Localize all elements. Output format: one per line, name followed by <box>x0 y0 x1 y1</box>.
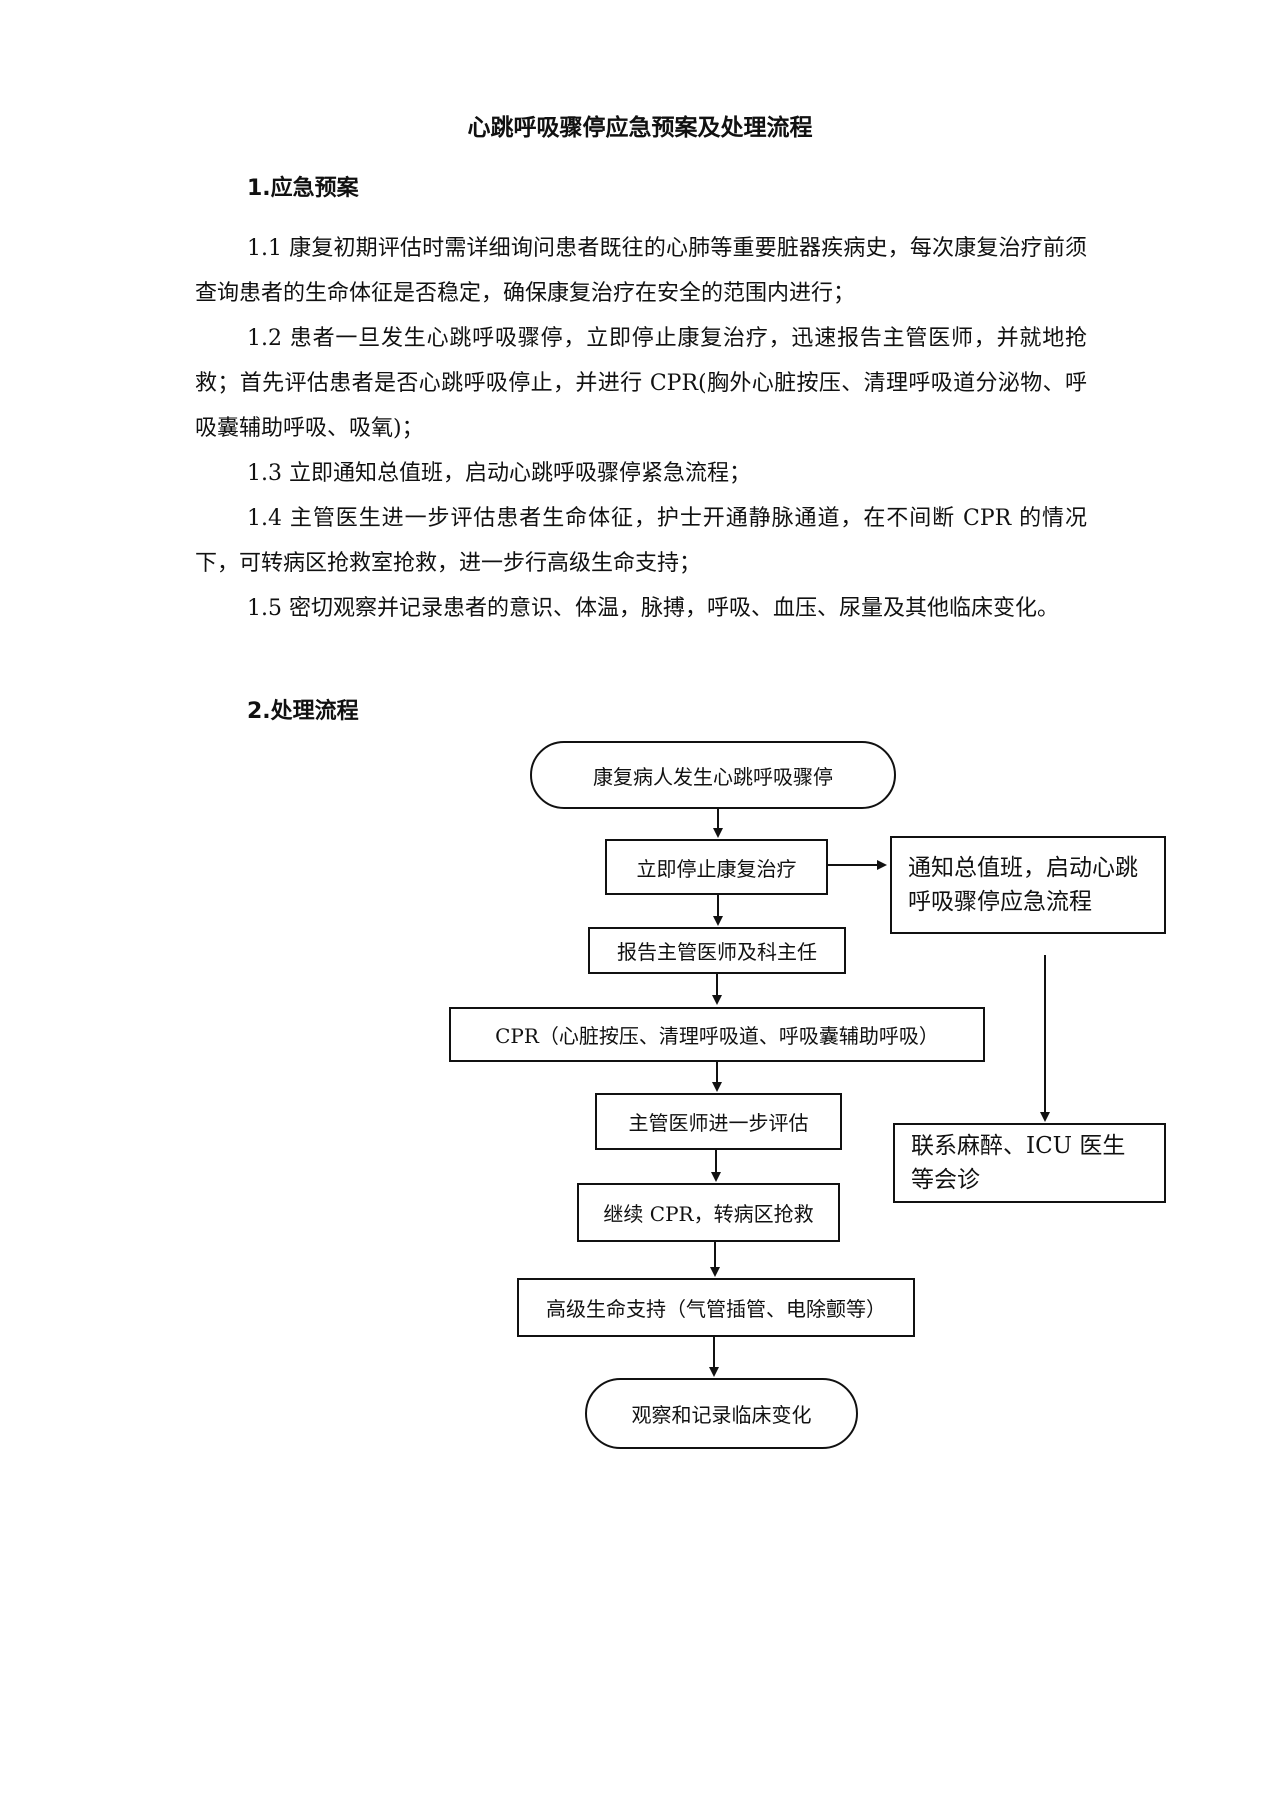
document-title: 心跳呼吸骤停应急预案及处理流程 <box>467 115 813 141</box>
flow-consult-node: 联系麻醉、ICU 医生等会诊 <box>893 1123 1166 1203</box>
flow-notify-duty-node: 通知总值班，启动心跳呼吸骤停应急流程 <box>890 836 1166 934</box>
flow-advanced-support-node: 高级生命支持（气管插管、电除颤等） <box>517 1278 915 1337</box>
flow-report-physician-node: 报告主管医师及科主任 <box>588 927 846 974</box>
flow-stop-rehab-node: 立即停止康复治疗 <box>605 839 828 895</box>
section-heading-emergency-plan: 1.应急预案 <box>247 176 359 201</box>
flow-assess-node: 主管医师进一步评估 <box>595 1093 842 1150</box>
paragraph-1-5: 1.5 密切观察并记录患者的意识、体温，脉搏，呼吸、血压、尿量及其他临床变化。 <box>247 596 1059 621</box>
paragraph-1-3: 1.3 立即通知总值班，启动心跳呼吸骤停紧急流程； <box>247 461 751 486</box>
flow-start-node: 康复病人发生心跳呼吸骤停 <box>530 741 896 809</box>
paragraph-1-2: 1.2 患者一旦发生心跳呼吸骤停，立即停止康复治疗，迅速报告主管医师，并就地抢救… <box>195 326 1087 441</box>
paragraph-1-4: 1.4 主管医生进一步评估患者生命体征，护士开通静脉通道，在不间断 CPR 的情… <box>195 506 1087 576</box>
flow-cpr-node: CPR（心脏按压、清理呼吸道、呼吸囊辅助呼吸） <box>449 1007 985 1062</box>
paragraph-1-1: 1.1 康复初期评估时需详细询问患者既往的心肺等重要脏器疾病史，每次康复治疗前须… <box>195 236 1087 306</box>
flow-end-node: 观察和记录临床变化 <box>585 1378 858 1449</box>
emergency-plan-body: 1.1 康复初期评估时需详细询问患者既往的心肺等重要脏器疾病史，每次康复治疗前须… <box>195 226 1087 631</box>
flow-continue-cpr-node: 继续 CPR，转病区抢救 <box>577 1183 840 1242</box>
section-heading-process-flow: 2.处理流程 <box>247 699 359 724</box>
